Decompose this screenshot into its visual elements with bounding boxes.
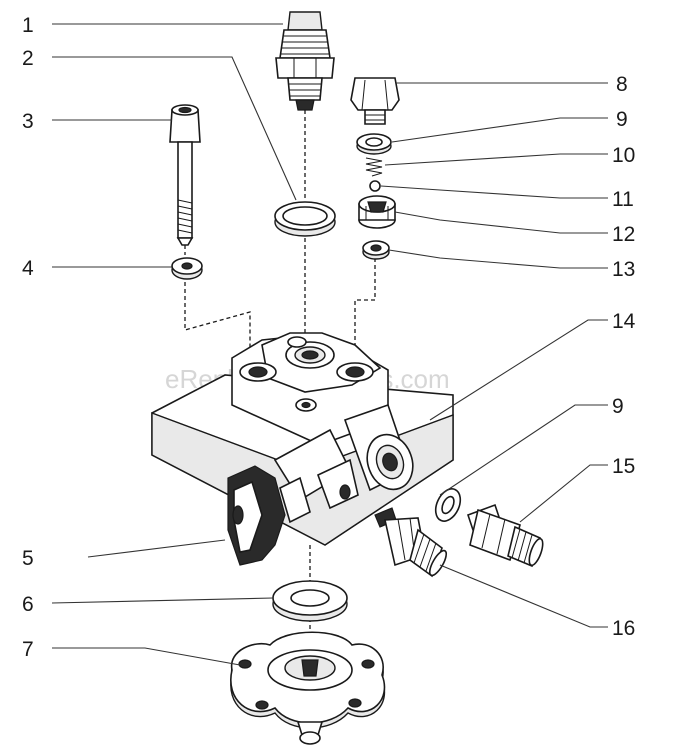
part-7-cover-plate bbox=[230, 631, 386, 745]
part-2-seal-ring bbox=[274, 201, 336, 237]
callout-2: 2 bbox=[22, 47, 34, 70]
callout-9-lower: 9 bbox=[612, 395, 624, 418]
part-10-spring bbox=[365, 157, 383, 177]
part-4-washer bbox=[171, 257, 203, 280]
callout-7: 7 bbox=[22, 638, 34, 661]
part-6-gasket bbox=[272, 580, 348, 622]
callout-10: 10 bbox=[612, 144, 635, 167]
callout-12: 12 bbox=[612, 223, 635, 246]
callout-4: 4 bbox=[22, 257, 34, 280]
callout-1: 1 bbox=[22, 14, 34, 37]
part-5-valve-handle bbox=[227, 465, 311, 566]
callout-11: 11 bbox=[612, 188, 634, 211]
callout-6: 6 bbox=[22, 593, 34, 616]
part-13-washer bbox=[362, 240, 390, 260]
callout-16: 16 bbox=[612, 617, 635, 640]
callout-3: 3 bbox=[22, 110, 34, 133]
part-12-valve-seat bbox=[358, 195, 396, 229]
callout-15: 15 bbox=[612, 455, 635, 478]
callout-14: 14 bbox=[612, 310, 636, 333]
callout-5: 5 bbox=[22, 547, 34, 570]
leader-lines bbox=[51, 23, 608, 666]
part-16-fitting bbox=[374, 507, 448, 578]
part-1-fitting bbox=[275, 11, 335, 111]
part-14-manifold bbox=[151, 332, 454, 546]
part-9-washer-lower bbox=[434, 488, 462, 522]
callout-labels: 1 2 3 4 5 6 7 8 9 10 11 12 13 14 9 15 16 bbox=[22, 14, 636, 661]
part-15-fitting bbox=[466, 503, 544, 568]
callout-9-upper: 9 bbox=[616, 108, 628, 131]
callout-8: 8 bbox=[616, 73, 628, 96]
part-11-ball bbox=[369, 180, 381, 192]
part-8-plug bbox=[350, 77, 400, 125]
part-3-cap-screw bbox=[169, 104, 201, 246]
part-9-washer-upper bbox=[356, 133, 392, 155]
callout-13: 13 bbox=[612, 258, 635, 281]
